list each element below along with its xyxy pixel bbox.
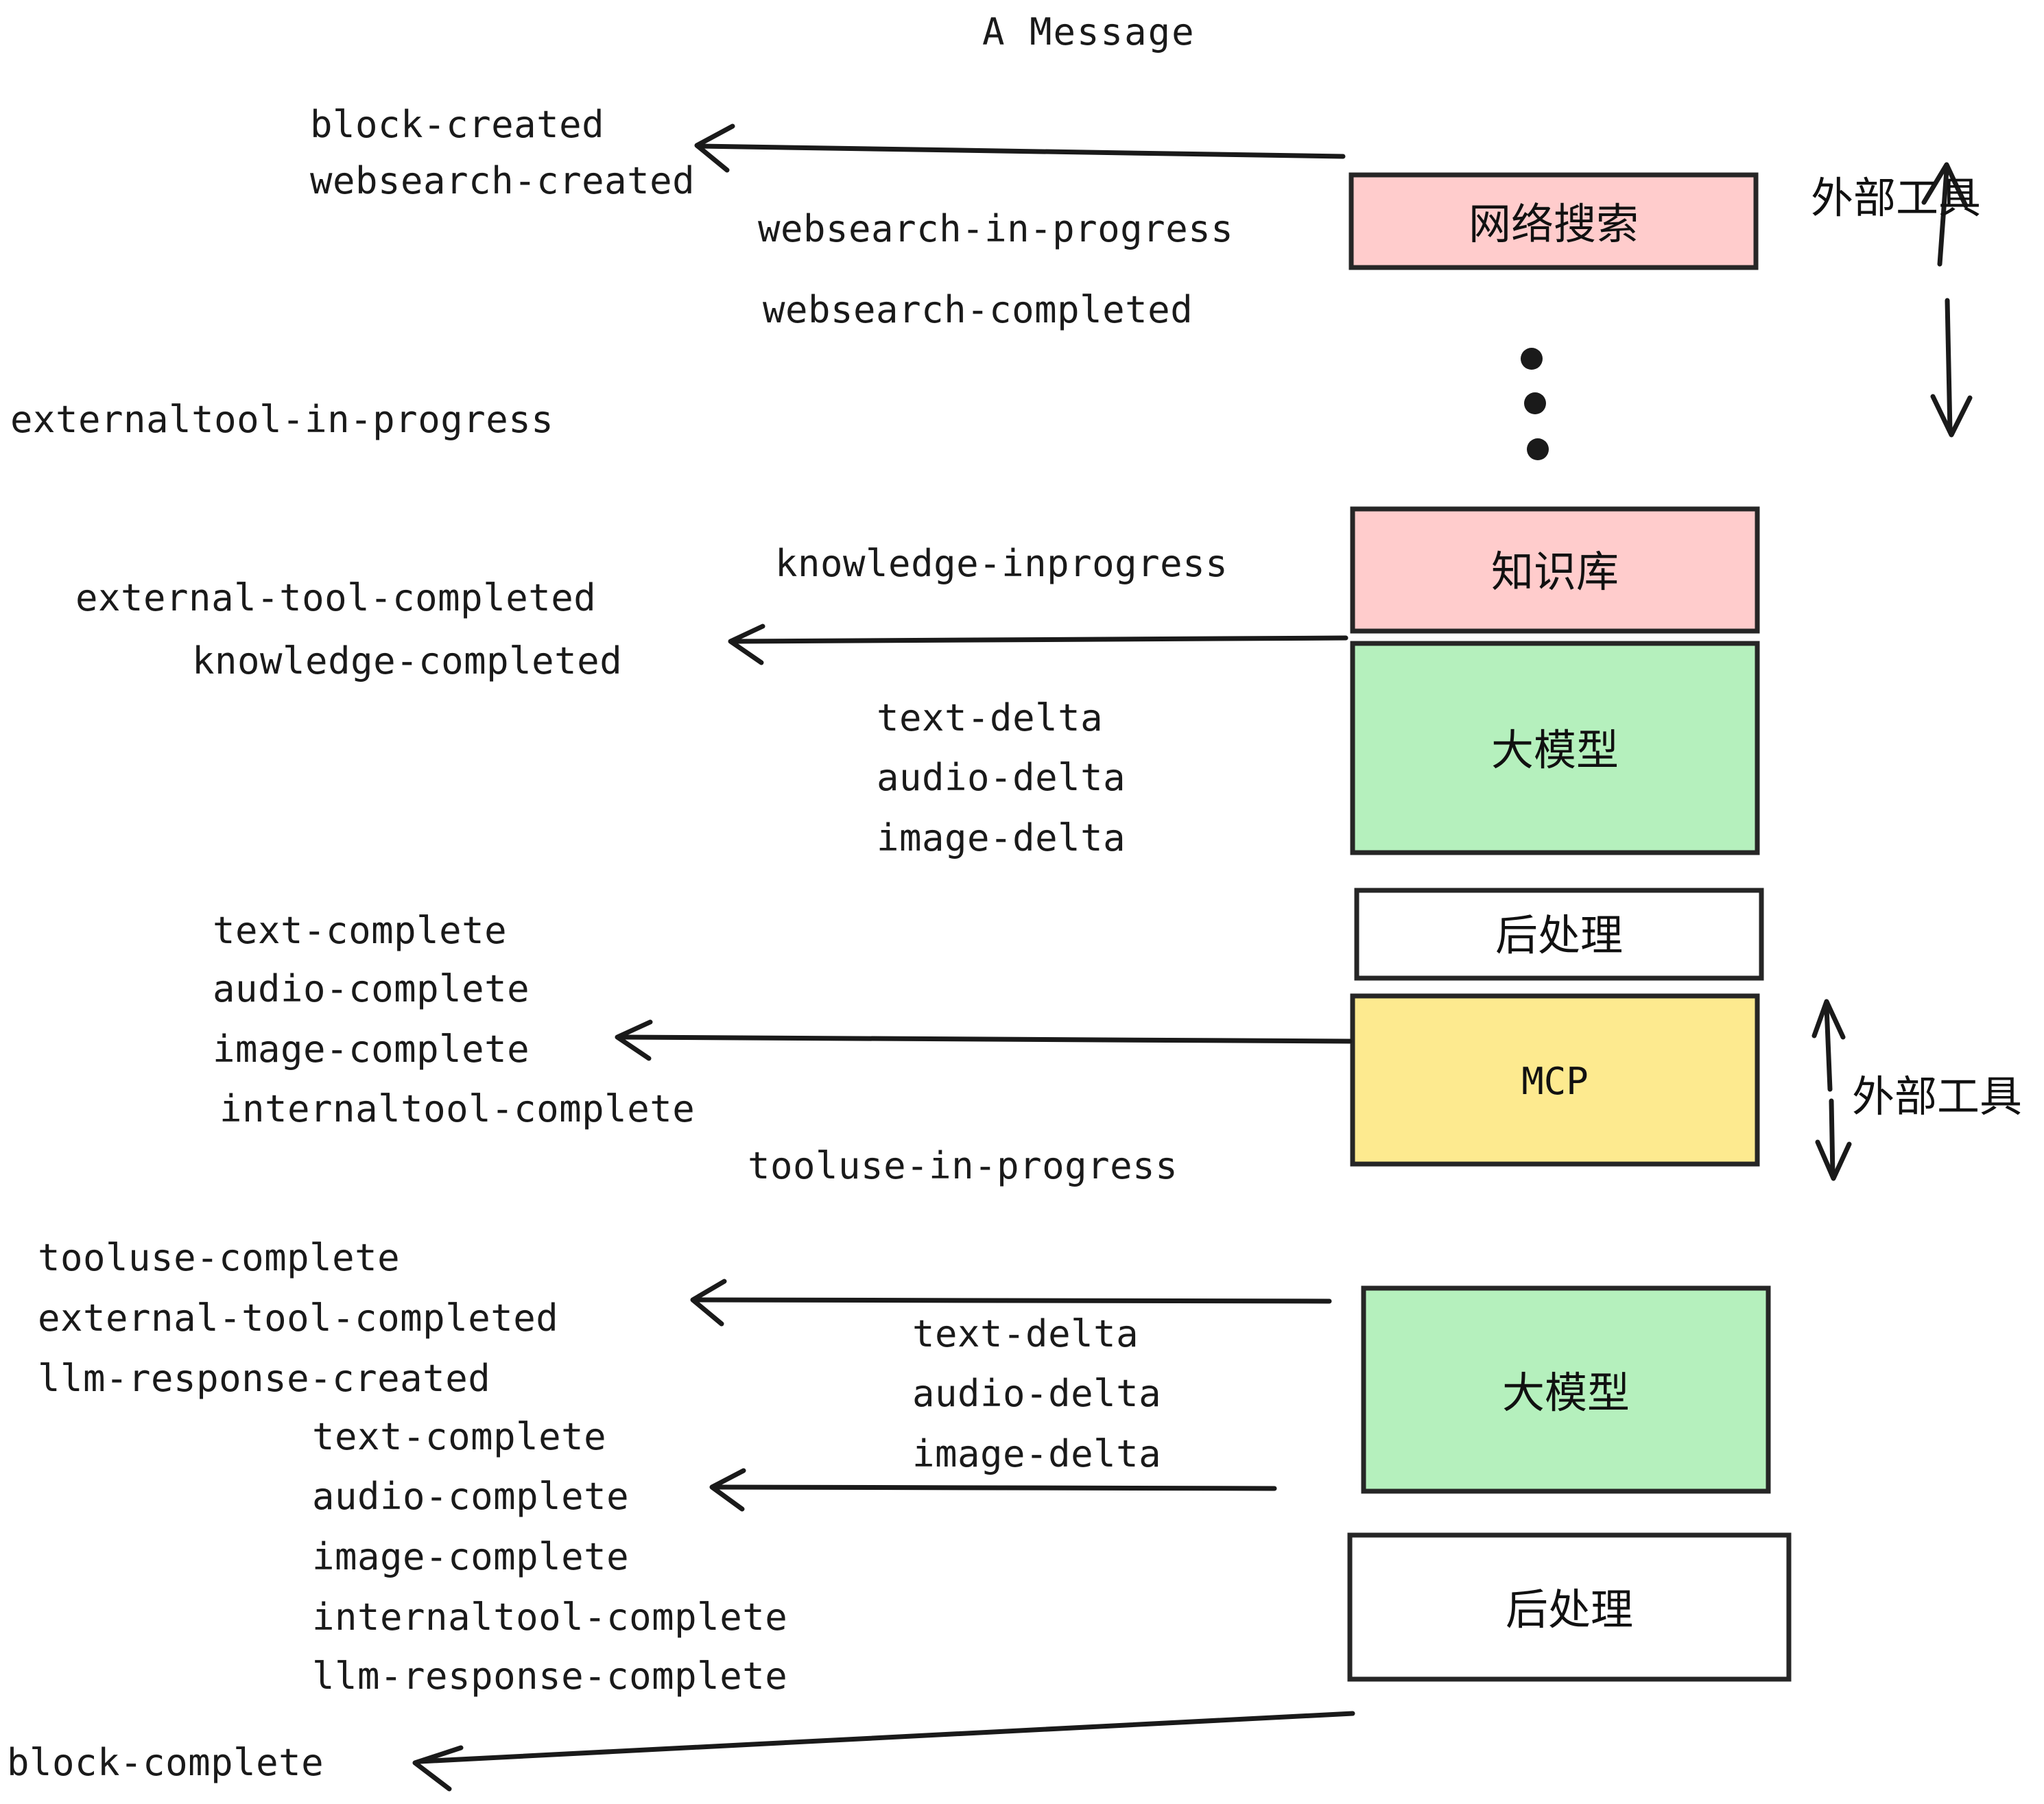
event-knowledge-inprogress: knowledge-inprogress — [775, 542, 1228, 585]
event-websearch-completed: websearch-completed — [763, 288, 1193, 331]
event-knowledge-completed: knowledge-completed — [192, 639, 622, 683]
event-block-complete: block-complete — [7, 1741, 324, 1784]
box-postprocess-top-label: 后处理 — [1495, 910, 1623, 960]
box-mcp-rect — [1350, 993, 1760, 1167]
event-block-created: block-created — [310, 103, 604, 146]
event-audio-delta-2: audio-delta — [912, 1372, 1161, 1415]
box-knowledge[interactable]: 知识库 — [1350, 506, 1760, 634]
event-llm-response-complete: llm-response-complete — [312, 1654, 787, 1698]
event-image-complete-2: image-complete — [312, 1535, 629, 1578]
external-tools-lower-arrow — [1811, 999, 1852, 1181]
event-internaltool-complete-1: internaltool-complete — [219, 1087, 695, 1130]
event-externaltool-in-progress: externaltool-in-progress — [10, 398, 554, 441]
box-postprocess-top-rect — [1354, 888, 1764, 981]
event-text-delta-2: text-delta — [912, 1312, 1139, 1355]
box-knowledge-label: 知识库 — [1491, 547, 1619, 597]
page-title: A Message — [982, 10, 1196, 54]
flow-arrow-tooluse-complete — [690, 1279, 1332, 1327]
event-audio-complete-1: audio-complete — [213, 967, 530, 1010]
flow-arrow-image-complete — [615, 1019, 1353, 1061]
box-llm-top-rect — [1350, 641, 1760, 855]
event-image-delta-2: image-delta — [912, 1432, 1161, 1475]
box-llm-bottom[interactable]: 大模型 — [1361, 1285, 1771, 1494]
flow-arrow-audio-complete — [709, 1468, 1277, 1512]
dot-3 — [1527, 438, 1549, 460]
event-external-tool-completed-2: external-tool-completed — [38, 1296, 558, 1340]
event-text-delta-1: text-delta — [877, 696, 1103, 739]
box-websearch-label: 网络搜索 — [1469, 199, 1639, 249]
event-websearch-in-progress: websearch-in-progress — [758, 207, 1233, 250]
event-audio-complete-2: audio-complete — [312, 1475, 629, 1518]
external-tools-upper-label: 外部工具 — [1811, 173, 1981, 223]
event-text-complete-1: text-complete — [213, 909, 507, 952]
box-llm-top[interactable]: 大模型 — [1350, 641, 1760, 855]
event-external-tool-completed-1: external-tool-completed — [75, 576, 596, 619]
vertical-ellipsis-dots — [1521, 348, 1549, 460]
box-websearch[interactable]: 网络搜索 — [1348, 172, 1759, 270]
box-websearch-rect — [1348, 172, 1759, 270]
box-llm-bottom-rect — [1361, 1285, 1771, 1494]
box-postprocess-bottom[interactable]: 后处理 — [1347, 1532, 1792, 1682]
box-postprocess-top[interactable]: 后处理 — [1354, 888, 1764, 981]
box-mcp[interactable]: MCP — [1350, 993, 1760, 1167]
box-postprocess-bottom-label: 后处理 — [1506, 1585, 1633, 1635]
box-knowledge-rect — [1350, 506, 1760, 634]
event-audio-delta-1: audio-delta — [877, 756, 1126, 799]
event-tooluse-in-progress: tooluse-in-progress — [748, 1144, 1178, 1187]
box-mcp-label: MCP — [1521, 1060, 1589, 1103]
event-image-delta-1: image-delta — [877, 816, 1126, 859]
event-text-complete-2: text-complete — [312, 1415, 606, 1458]
event-llm-response-created: llm-response-created — [38, 1357, 490, 1400]
event-internaltool-complete-2: internaltool-complete — [312, 1595, 787, 1639]
event-image-complete-1: image-complete — [213, 1028, 530, 1071]
flow-arrow-block-complete — [412, 1711, 1355, 1792]
external-tools-lower-label: 外部工具 — [1852, 1071, 2022, 1121]
box-llm-bottom-label: 大模型 — [1502, 1368, 1630, 1418]
dot-1 — [1521, 348, 1543, 370]
flow-arrow-knowledge-completed — [728, 624, 1348, 665]
event-websearch-created: websearch-created — [310, 159, 695, 202]
dot-2 — [1524, 392, 1546, 414]
box-postprocess-bottom-rect — [1347, 1532, 1792, 1682]
flow-arrow-block-created — [694, 123, 1346, 173]
external-tools-upper-arrow — [1921, 162, 1973, 438]
box-llm-top-label: 大模型 — [1491, 725, 1619, 775]
event-tooluse-complete: tooluse-complete — [38, 1236, 400, 1279]
